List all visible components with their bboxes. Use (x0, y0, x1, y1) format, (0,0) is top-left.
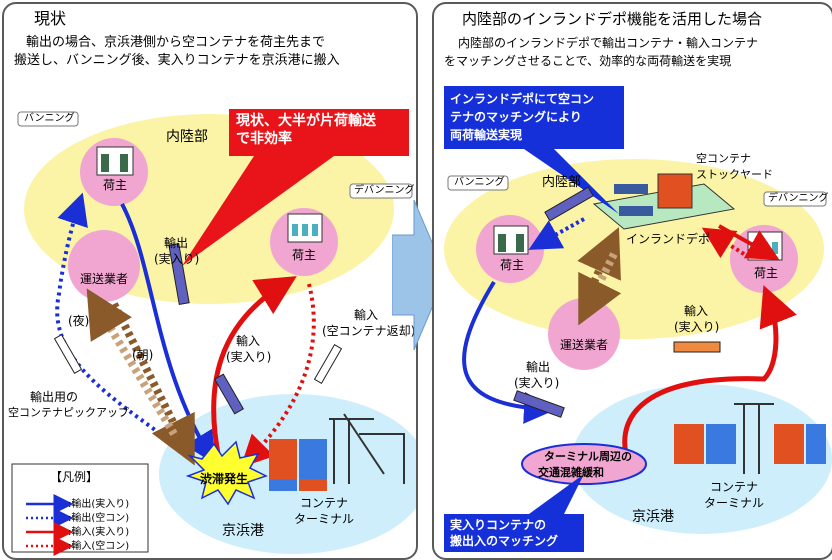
shipper-label-1: 荷主 (103, 178, 128, 192)
bottom-callout-line-1: 実入りコンテナの (450, 518, 547, 532)
pickup-label-1: 輸出用の (30, 390, 79, 404)
yard-label-1: 空コンテナ (696, 152, 751, 165)
terminal-label-2: ターミナル (704, 496, 765, 510)
inland-region (444, 159, 824, 339)
legend-box (11, 463, 149, 553)
blue-callout-line-3: 両荷輸送実現 (450, 128, 523, 142)
panel-title: 現状 (34, 9, 67, 28)
carrier-arrow-down (578, 252, 622, 326)
vanning-tag (447, 175, 509, 191)
shipper-label-2: 荷主 (754, 266, 779, 280)
panel-title: 内陸部のインランドデポ機能を活用した場合 (462, 10, 763, 28)
export-label-1: 輸出 (164, 236, 189, 250)
export-full-arrow (462, 280, 556, 424)
shipper-label-1: 荷主 (500, 258, 525, 272)
carrier-label: 運送業者 (560, 338, 609, 352)
bottom-callout-line-2: 搬出入のマッチング (450, 534, 559, 548)
devanning-tag-label: デバンニング (354, 185, 415, 196)
carrier-circle (548, 298, 620, 370)
congestion-label: 渋滞発生 (200, 472, 249, 486)
truck-icon-3 (673, 341, 721, 353)
truck-icon-1 (168, 243, 190, 305)
terminal-relief-label-1: ターミナル周辺の (544, 450, 632, 463)
gantry-crane-icon (734, 403, 774, 474)
import-full-arrow (622, 285, 797, 465)
import-full-arrow (211, 276, 297, 460)
current-situation-graphic (11, 109, 416, 556)
depot-label: インランドデポ (626, 232, 711, 246)
terminal-label-1: コンテナ (710, 480, 759, 494)
vanning-tag (17, 111, 79, 127)
legend-item-2: :輸出(空コン) (68, 513, 130, 524)
import-full-label-1: 輸入 (236, 334, 261, 348)
truck-icon-2 (213, 373, 245, 415)
truck-icon-3 (313, 343, 343, 385)
description-line-2: 搬送し、バンニング後、実入りコンテナを京浜港に搬入 (14, 53, 340, 68)
factory-icon (493, 225, 529, 255)
pickup-label-2: 空コンテナピックアップ (8, 406, 129, 419)
port-label: 京浜港 (222, 523, 264, 539)
congestion-burst (185, 440, 268, 506)
night-label: (夜) (68, 314, 90, 328)
import-label-2: (実入り) (674, 320, 720, 334)
transition-arrow-icon (392, 200, 446, 350)
carrier-arrow-morning (86, 288, 178, 437)
legend-item-4: :輸入(空コン) (68, 541, 130, 552)
legend-item-3: :輸入(実入り) (68, 527, 130, 538)
blue-callout-line-2: テナのマッチングにより (450, 110, 582, 124)
red-callout-shape (182, 109, 409, 266)
legend-title: 【凡例】 (50, 470, 99, 484)
morning-label: (朝) (132, 348, 154, 362)
yard-label-2: ストックヤード (696, 168, 773, 181)
inland-label: 内陸部 (166, 129, 208, 145)
description-line-2: をマッチングさせることで、効率的な両荷輸送を実現 (444, 54, 732, 68)
terminal-label-2: ターミナル (294, 512, 355, 526)
gantry-crane-icon (329, 413, 405, 484)
export-empty-arrow (55, 192, 196, 461)
container-stock (657, 173, 693, 209)
carrier-label: 運送業者 (80, 272, 129, 286)
inland-label: 内陸部 (542, 175, 582, 190)
carrier-circle (68, 230, 140, 302)
import-return-arrow (718, 224, 780, 260)
legend-item-1: :輸出(実入り) (68, 499, 130, 510)
shipper-label-2: 荷主 (292, 248, 317, 262)
red-callout-line-1: 現状、大半が片荷輸送 (236, 113, 376, 129)
devanning-tag (349, 183, 413, 199)
description-line-1: 輸出の場合、京浜港側から空コンテナを荷主先まで (26, 35, 326, 50)
terminal-label-1: コンテナ (300, 496, 349, 510)
truck-icon-2 (513, 390, 565, 418)
import-empty-arrow (240, 283, 316, 468)
blue-callout-line-1: インランドデポにて空コン (450, 92, 595, 106)
import-empty-label-2: (空コンテナ返却) (322, 324, 416, 338)
import-empty-label-1: 輸入 (354, 308, 379, 322)
export-empty-arrow (528, 217, 585, 250)
import-label-1: 輸入 (684, 304, 709, 318)
truck-icon-1 (544, 186, 594, 222)
container-stack (674, 424, 826, 464)
terminal-relief-badge (521, 443, 647, 485)
current-situation-panel: 現状 輸出の場合、京浜港側から空コンテナを荷主先まで 搬送し、バンニング後、実入… (2, 2, 418, 560)
export-label-2: (実入り) (514, 376, 560, 390)
devanning-tag-label: デバンニング (768, 193, 829, 204)
vanning-tag-label: バンニング (24, 113, 75, 124)
inland-depot-graphic (444, 86, 832, 552)
port-label: 京浜港 (632, 509, 674, 525)
description-line-1: 内陸部のインランドデポで輸出コンテナ・輸入コンテナ (458, 36, 759, 50)
import-empty-arrow (701, 227, 746, 259)
inland-depot-panel: 内陸部のインランドデポ機能を活用した場合 内陸部のインランドデポで輸出コンテナ・… (432, 2, 832, 560)
import-full-label-2: (実入り) (226, 350, 272, 364)
bottom-callout-shape (444, 474, 584, 552)
export-label-2: (実入り) (154, 252, 200, 266)
devanning-tag (763, 191, 827, 207)
truck-icon-4 (53, 333, 83, 375)
factory-icon (96, 146, 134, 176)
vanning-tag-label: バンニング (454, 177, 505, 188)
blue-callout-shape (444, 86, 624, 214)
terminal-relief-label-2: 交通混雑緩和 (538, 466, 604, 479)
export-label-1: 輸出 (526, 360, 551, 374)
red-callout-line-2: で非効率 (236, 131, 292, 147)
warehouse-icon (287, 213, 323, 243)
container-stack (269, 439, 327, 491)
